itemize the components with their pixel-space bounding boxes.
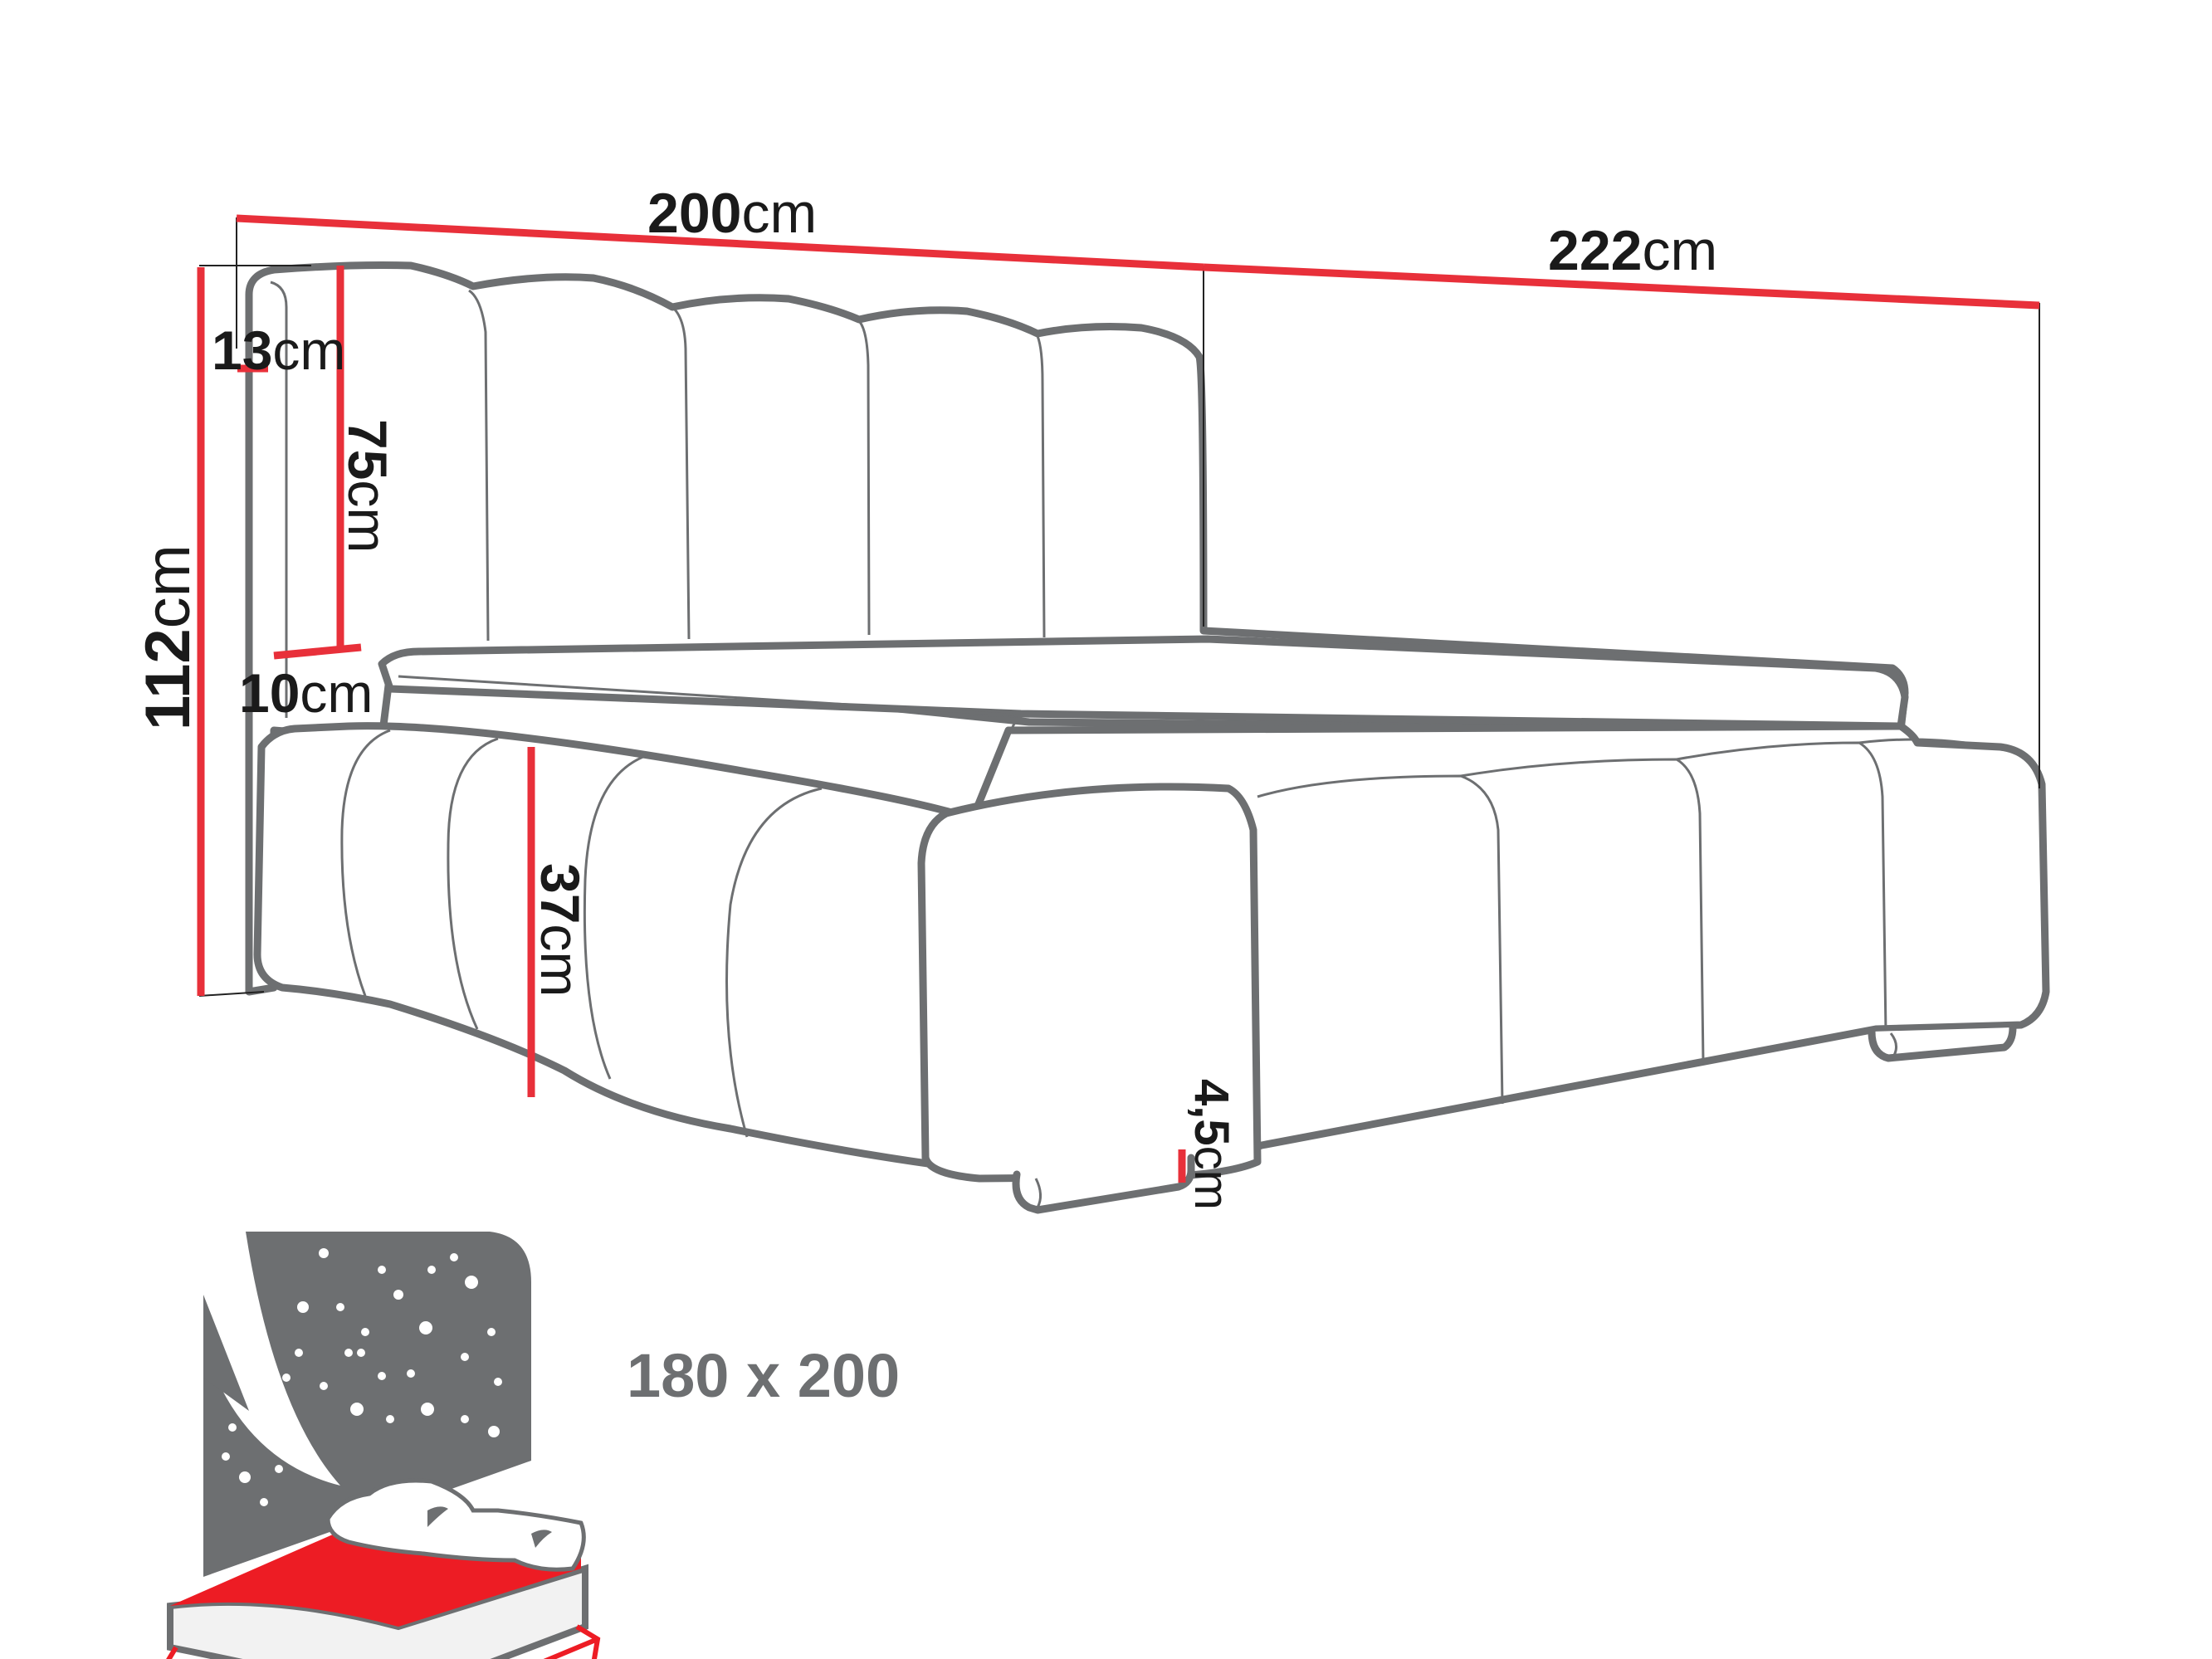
label-leg-height: 4,5cm (1184, 1079, 1238, 1210)
dim-line-side-rail (273, 643, 362, 660)
dimension-labels: 200cm 222cm 112cm 75cm 13cm 10cm 37cm 4,… (133, 182, 1717, 1210)
mattress-size-label: 180 x 200 (627, 1341, 900, 1410)
label-total-height: 112cm (133, 544, 203, 730)
bed-illustration (245, 261, 2050, 1214)
front-leg (1012, 1154, 1195, 1214)
rear-leg (1868, 1023, 2017, 1062)
side-rail-blocks (253, 722, 984, 1174)
stars-icon (222, 1248, 502, 1506)
dimension-lines (197, 214, 2040, 1183)
label-width: 200cm (647, 182, 817, 245)
dim-line-length (1203, 263, 2040, 310)
sleeping-area-icon (166, 1232, 601, 1659)
label-headboard-height: 75cm (337, 419, 398, 553)
foot-end (917, 783, 1262, 1183)
label-side-rail: 10cm (239, 662, 373, 724)
label-length: 222cm (1548, 219, 1717, 282)
dim-line-width (236, 214, 1204, 271)
label-headboard-thickness: 13cm (212, 320, 345, 381)
mattress-top (378, 635, 1909, 730)
label-frame-height: 37cm (530, 863, 591, 997)
